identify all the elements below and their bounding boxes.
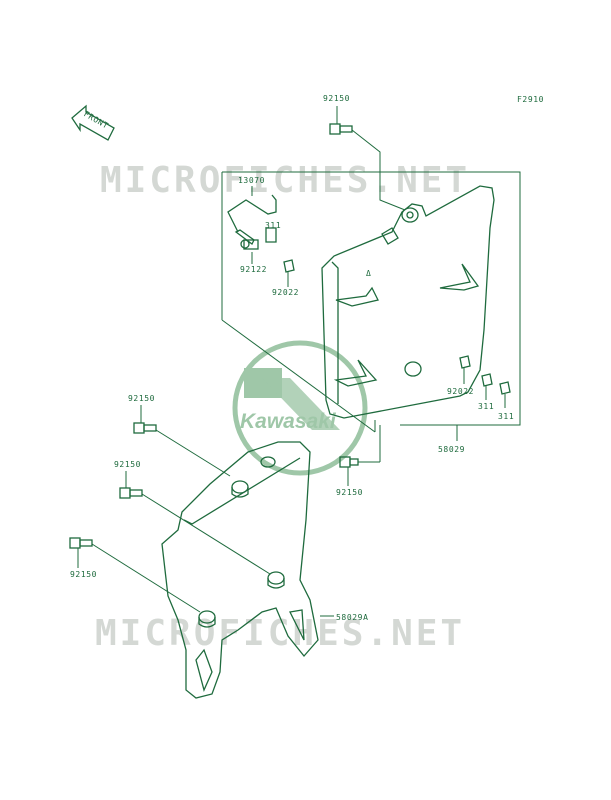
bolt-left2-icon [119,487,143,499]
label-bolt-left2: 92150 [114,460,141,469]
washer-b-icon [499,381,511,395]
grommet-pin-icon [240,239,259,250]
label-bolt-left1: 92150 [128,394,155,403]
label-side-cover-right: 58029 [438,445,465,454]
side-cover-left [161,441,319,699]
label-bolt-mid: 92150 [336,488,363,497]
figure-code: F2910 [517,95,544,104]
bolt-top-icon [329,123,353,135]
label-grommet-lower-right: 92022 [447,387,474,396]
washer-pin-icon [265,227,277,243]
grommet-upper-icon [283,259,295,273]
label-bolt-left3: 92150 [70,570,97,579]
bolt-left1-icon [133,422,157,434]
watermark-bottom: MICROFICHES.NET [95,613,465,654]
label-side-cover-left: 58029A [336,613,369,622]
label-bolt-top: 92150 [323,94,350,103]
kawasaki-logo: Kawasaki [232,340,368,476]
label-pin: 13070 [238,176,265,185]
logo-text: Kawasaki [240,410,337,433]
grommet-lower-right-icon [459,355,471,369]
label-washer-pin: 311 [265,221,281,230]
front-arrow-icon: FRONT [71,104,115,141]
watermark-top: MICROFICHES.NET [100,160,470,201]
washer-a-icon [481,373,493,387]
label-grommet-upper: 92022 [272,288,299,297]
side-cover-right [321,185,495,419]
label-washer-a: 311 [478,402,494,411]
label-grommet-pin: 92122 [240,265,267,274]
bolt-left3-icon [69,537,93,549]
svg-text:Δ: Δ [366,269,371,278]
label-washer-b: 311 [498,412,514,421]
pin-icon [227,194,277,233]
